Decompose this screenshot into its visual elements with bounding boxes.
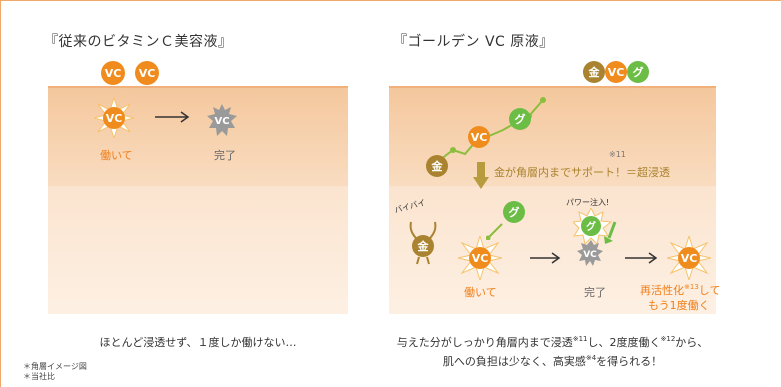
right-caption: 与えた分がしっかり角層内まで浸透※11し、2度度働く※12から、 肌への負担は少… <box>396 335 709 368</box>
working-label-right: 働いて <box>464 286 497 299</box>
reactivate-text: 再活性化※13して もう1度働く <box>640 283 721 312</box>
right-title: 『ゴールデン VC 原液』 <box>393 34 554 50</box>
done-label: 完了 <box>214 149 236 162</box>
svg-text:金: 金 <box>417 239 430 253</box>
vc-ball-working: VC <box>103 107 125 129</box>
vc-ball-top-2: VC <box>135 61 159 85</box>
done-label-right: 完了 <box>584 286 606 299</box>
left-title: 『従来のビタミンＣ美容液』 <box>44 34 233 50</box>
arrow-right-icon <box>530 252 561 264</box>
left-caption: ほとんど浸透せず、１度しか働けない… <box>99 336 297 349</box>
svg-text:グ: グ <box>509 205 520 219</box>
power-in-label: パワー注入! <box>566 198 610 207</box>
gu-ball-top: グ <box>627 61 649 83</box>
arrow-down-icon <box>473 162 489 189</box>
svg-text:VC: VC <box>583 250 597 260</box>
detaching-gu-icon: グ <box>486 201 525 240</box>
power-injection-icon: グ VC <box>573 208 617 266</box>
vc-ball-working-right: VC <box>469 247 491 269</box>
vc-ball-reactivated: VC <box>678 247 700 269</box>
footnote-2: ＊当社比 <box>23 372 55 381</box>
kin-ball-chain: 金 <box>426 155 448 177</box>
arrow-right-icon <box>155 111 190 123</box>
skin-diagram-left <box>48 86 348 314</box>
svg-text:VC: VC <box>214 116 229 127</box>
vc-ball-top-1: VC <box>101 61 125 85</box>
footnote-1: ＊角層イメージ図 <box>23 362 87 371</box>
arrow-right-icon <box>625 252 658 264</box>
vc-ball-chain: VC <box>468 126 490 148</box>
kin-ball-top: 金 <box>583 61 605 83</box>
support-text: 金が角層内までサポート！＝超浸透 <box>494 166 670 179</box>
spent-vc-icon: VC <box>207 104 237 136</box>
working-label: 働いて <box>100 149 133 162</box>
waving-kin-icon: 金 <box>409 221 437 265</box>
vc-ball-top: VC <box>605 61 627 83</box>
gu-ball-chain: グ <box>509 108 531 130</box>
support-note: ※11 <box>609 150 626 159</box>
svg-text:グ: グ <box>586 220 596 233</box>
footnotes: ＊角層イメージ図 ＊当社比 <box>23 362 87 382</box>
